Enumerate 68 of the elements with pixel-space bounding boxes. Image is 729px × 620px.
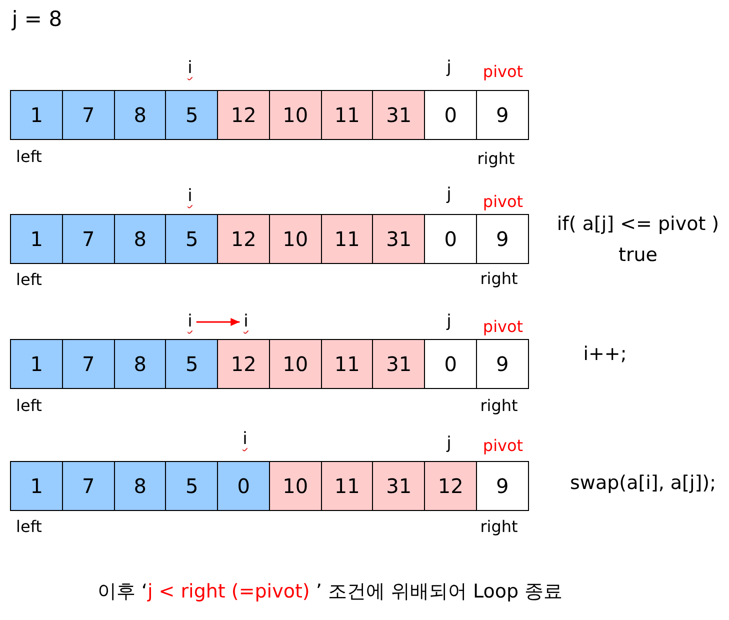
- array-cell: 11: [320, 90, 374, 140]
- array-cell: 5: [165, 90, 218, 140]
- pointer-label: i: [242, 428, 248, 451]
- array-cell: 5: [165, 460, 218, 510]
- array-cell: 11: [320, 214, 374, 264]
- bound-label: left: [16, 517, 42, 537]
- array-cell: 12: [424, 460, 478, 510]
- result-text: true: [618, 244, 658, 268]
- array-cell: 0: [424, 339, 478, 389]
- array-cell: 7: [62, 90, 115, 140]
- array-cell: 7: [62, 214, 115, 264]
- pivot-label: pivot: [482, 317, 524, 337]
- array-cell: 9: [476, 339, 529, 389]
- pointer-label: i: [188, 186, 192, 208]
- variable-label: j = 8: [12, 6, 62, 32]
- array-cell: 12: [217, 339, 270, 389]
- bound-label: right: [480, 269, 518, 289]
- pointer-label: j: [446, 57, 452, 79]
- array-cell: 8: [114, 214, 167, 264]
- condition-text: if( a[j] <= pivot ): [556, 213, 720, 237]
- array-cell: 31: [372, 460, 426, 510]
- array-cell: 7: [62, 460, 115, 510]
- array-cell: 1: [10, 339, 64, 389]
- arrow: [196, 318, 240, 326]
- array-cell: 10: [268, 90, 322, 140]
- pointer-label: j: [446, 311, 452, 333]
- array-cell: 8: [114, 460, 167, 510]
- pointer-label: i: [244, 310, 248, 336]
- bound-label: right: [480, 517, 518, 537]
- array-cell: 5: [165, 214, 218, 264]
- array-cell: 9: [476, 460, 529, 510]
- array-cell: 1: [10, 90, 64, 140]
- array-cell: 10: [268, 460, 322, 510]
- array-cell: 0: [424, 214, 478, 264]
- bound-label: left: [16, 147, 42, 167]
- array-cell: 31: [372, 339, 426, 389]
- bound-label: right: [480, 396, 518, 416]
- array-cell: 8: [114, 339, 167, 389]
- pivot-label: pivot: [482, 62, 524, 82]
- array-cell: 10: [268, 339, 322, 389]
- array-cell: 0: [424, 90, 478, 140]
- array-cell: 31: [372, 90, 426, 140]
- pointer-label: j: [446, 433, 452, 455]
- array-cell: 1: [10, 214, 64, 264]
- code-text: i++;: [583, 343, 627, 367]
- bound-label: right: [477, 149, 515, 169]
- array-cell: 12: [217, 214, 270, 264]
- pointer-label: i: [188, 310, 192, 336]
- code-text: swap(a[i], a[j]);: [570, 472, 716, 496]
- array-cell: 1: [10, 460, 64, 510]
- pivot-label: pivot: [482, 192, 524, 212]
- array-cell: 8: [114, 90, 167, 140]
- caption-text: 이후 ‘j < right (=pivot) ’ 조건에 위배되어 Loop 종료: [97, 580, 563, 604]
- array-cell: 12: [217, 90, 270, 140]
- array-cell: 5: [165, 339, 218, 389]
- array-cell: 0: [217, 460, 270, 510]
- bound-label: left: [16, 270, 42, 290]
- bound-label: left: [16, 396, 42, 416]
- array-cell: 9: [476, 214, 529, 264]
- array-cell: 7: [62, 339, 115, 389]
- array-cell: 9: [476, 90, 529, 140]
- pivot-label: pivot: [482, 436, 524, 456]
- array-cell: 31: [372, 214, 426, 264]
- pointer-label: i: [188, 58, 192, 80]
- pointer-label: j: [446, 184, 452, 206]
- array-cell: 11: [320, 460, 374, 510]
- array-cell: 10: [268, 214, 322, 264]
- array-cell: 11: [320, 339, 374, 389]
